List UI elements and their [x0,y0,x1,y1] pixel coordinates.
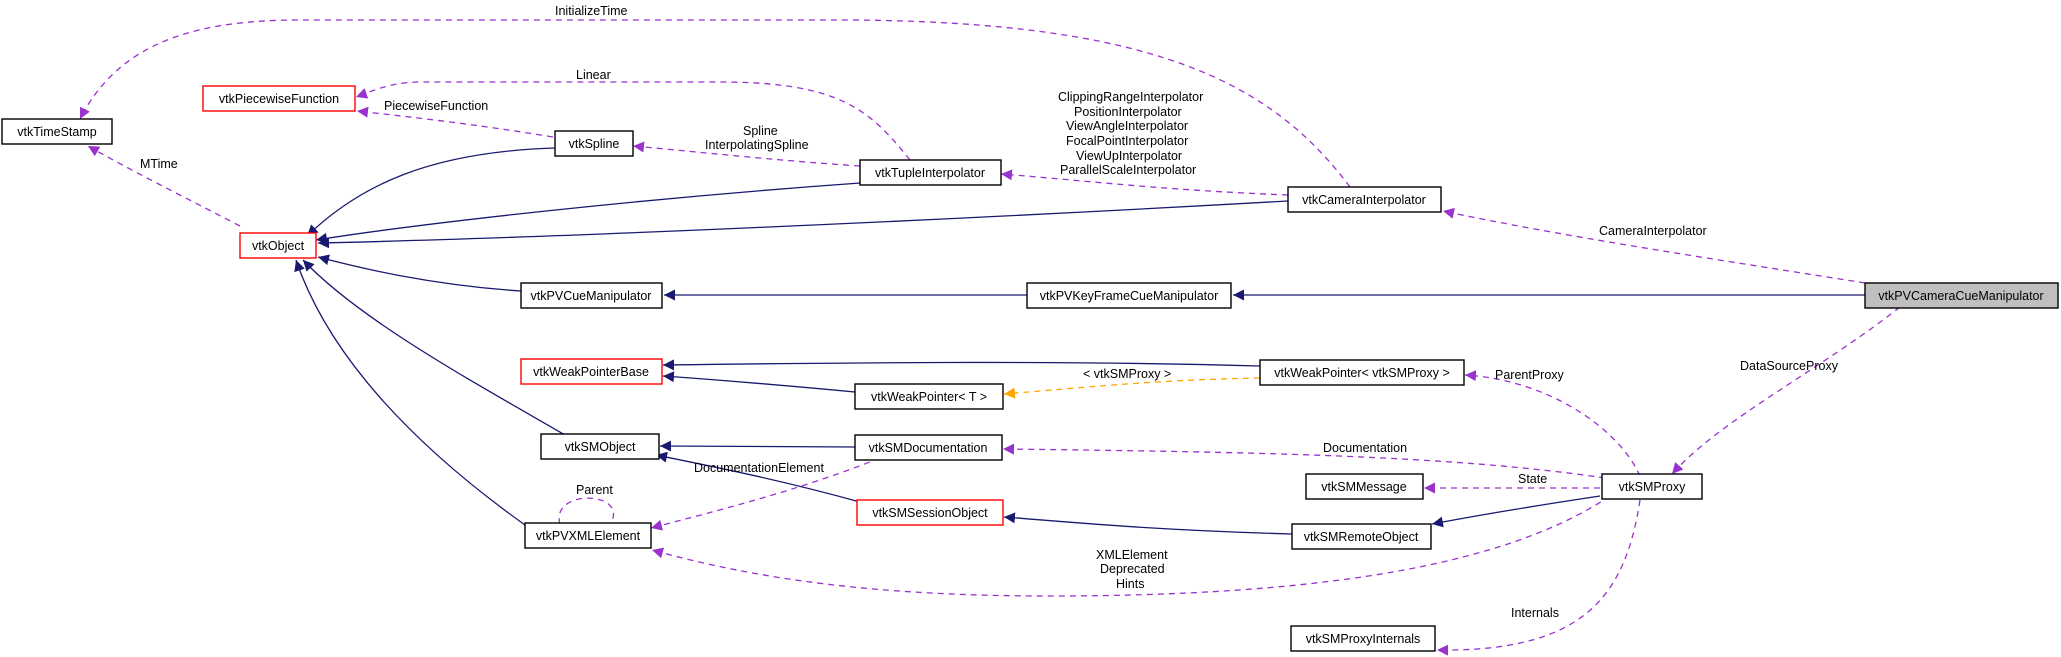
edge-camerainterpolator-usage [1442,207,1866,284]
node-label: vtkCameraInterpolator [1302,193,1426,207]
node-vtk-weak-pointer-sm-proxy[interactable]: vtkWeakPointer< vtkSMProxy > [1259,359,1465,386]
edge-datasourceproxy [1671,306,1901,475]
node-vtk-weak-pointer-base[interactable]: vtkWeakPointerBase [520,358,663,385]
node-vtk-tuple-interpolator[interactable]: vtkTupleInterpolator [859,159,1002,186]
label-spline: Spline [743,124,778,138]
node-vtk-weak-pointer-t[interactable]: vtkWeakPointer< T > [854,383,1004,410]
inheritance-edges [294,147,1865,535]
label-parent: Parent [576,483,613,497]
label-camera-interpolator: CameraInterpolator [1599,224,1707,238]
edge-piecewisefunction [356,106,554,138]
edge-interpolators [1000,169,1289,196]
label-mtime: MTime [140,157,178,171]
label-view-up-interpolator: ViewUpInterpolator [1076,149,1182,163]
node-vtk-pv-camera-cue-manipulator[interactable]: vtkPVCameraCueManipulator [1864,282,2059,309]
nodes: vtkTimeStamp vtkPiecewiseFunction vtkSpl… [1,85,2059,652]
edge-internals [1436,499,1641,656]
label-state: State [1518,472,1547,486]
node-label: vtkPVKeyFrameCueManipulator [1040,289,1219,303]
edge-smobject-to-object [302,259,566,436]
label-linear: Linear [576,68,611,82]
label-data-source-proxy: DataSourceProxy [1740,359,1839,373]
label-focal-point-interpolator: FocalPointInterpolator [1066,134,1188,148]
node-vtk-pv-key-frame-cue-manipulator[interactable]: vtkPVKeyFrameCueManipulator [1026,282,1232,309]
node-label: vtkSpline [569,137,620,151]
node-vtk-pv-xml-element[interactable]: vtkPVXMLElement [524,522,652,549]
edge-weakpointert-to-base [662,371,856,393]
edge-pvcuemanipulator-to-object [317,254,522,292]
label-position-interpolator: PositionInterpolator [1074,105,1182,119]
node-vtk-camera-interpolator[interactable]: vtkCameraInterpolator [1287,186,1442,213]
node-vtk-sm-session-object[interactable]: vtkSMSessionObject [856,499,1004,526]
label-documentation: Documentation [1323,441,1407,455]
node-vtk-object[interactable]: vtkObject [239,232,317,259]
node-label: vtkWeakPointerBase [533,365,649,379]
edge-labels: InitializeTime Linear PiecewiseFunction … [140,4,1839,620]
node-label: vtkSMMessage [1321,480,1406,494]
node-label: vtkSMObject [565,440,636,454]
node-label: vtkWeakPointer< T > [871,390,987,404]
label-piecewise-function: PiecewiseFunction [384,99,488,113]
edge-weakpointersmproxy-to-base [662,359,1261,371]
label-documentation-element: DocumentationElement [694,461,824,475]
node-vtk-spline[interactable]: vtkSpline [554,130,634,157]
node-label: vtkTupleInterpolator [875,166,985,180]
edge-remoteobject-to-sessionobject [1003,512,1293,535]
label-parent-proxy: ParentProxy [1495,368,1565,382]
edge-smdocumentation-to-smobject [659,440,856,452]
edge-mtime [87,145,241,227]
node-label: vtkSMProxy [1619,480,1686,494]
edge-spline-to-object [306,147,556,237]
edge-camerainterpolator-to-object [317,200,1289,249]
node-label: vtkSMRemoteObject [1304,530,1419,544]
edge-sessionobject-to-smobject [655,451,861,503]
edge-documentation [1002,443,1606,479]
edge-initializetime [79,19,1351,188]
label-template-sm-proxy: < vtkSMProxy > [1083,367,1171,381]
node-label: vtkTimeStamp [17,125,96,139]
node-vtk-sm-proxy-internals[interactable]: vtkSMProxyInternals [1290,625,1436,652]
label-deprecated: Deprecated [1100,562,1165,576]
label-interpolating-spline: InterpolatingSpline [705,138,809,152]
usage-edges [79,19,1901,656]
edge-spline-usage [632,141,861,167]
label-clipping-range-interpolator: ClippingRangeInterpolator [1058,90,1203,104]
edge-documentationelement [650,457,881,531]
node-label: vtkPVCameraCueManipulator [1878,289,2043,303]
label-view-angle-interpolator: ViewAngleInterpolator [1066,119,1188,133]
node-vtk-piecewise-function[interactable]: vtkPiecewiseFunction [202,85,356,112]
edge-pvxmlelement-to-object [294,259,526,526]
edge-smproxy-to-remoteobject [1431,495,1601,528]
node-label: vtkSMProxyInternals [1306,632,1421,646]
node-label: vtkPiecewiseFunction [219,92,339,106]
node-label: vtkSMDocumentation [869,441,988,455]
node-label: vtkPVXMLElement [536,529,641,543]
node-vtk-sm-message[interactable]: vtkSMMessage [1305,473,1424,500]
label-parallel-scale-interpolator: ParallelScaleInterpolator [1060,163,1196,177]
node-label: vtkObject [252,239,305,253]
label-xml-element: XMLElement [1096,548,1168,562]
edge-linear [355,81,911,161]
edge-tupleinterpolator-to-object [315,182,861,244]
node-vtk-sm-proxy[interactable]: vtkSMProxy [1601,473,1703,500]
node-vtk-time-stamp[interactable]: vtkTimeStamp [1,118,113,145]
node-vtk-sm-object[interactable]: vtkSMObject [540,433,660,460]
label-hints: Hints [1116,577,1144,591]
node-vtk-pv-cue-manipulator[interactable]: vtkPVCueManipulator [520,282,663,309]
node-label: vtkWeakPointer< vtkSMProxy > [1274,366,1450,380]
label-initialize-time: InitializeTime [555,4,628,18]
node-label: vtkSMSessionObject [872,506,988,520]
edge-parentproxy [1464,370,1641,477]
node-label: vtkPVCueManipulator [531,289,652,303]
node-vtk-sm-remote-object[interactable]: vtkSMRemoteObject [1291,523,1432,550]
label-internals: Internals [1511,606,1559,620]
node-vtk-sm-documentation[interactable]: vtkSMDocumentation [854,434,1003,461]
